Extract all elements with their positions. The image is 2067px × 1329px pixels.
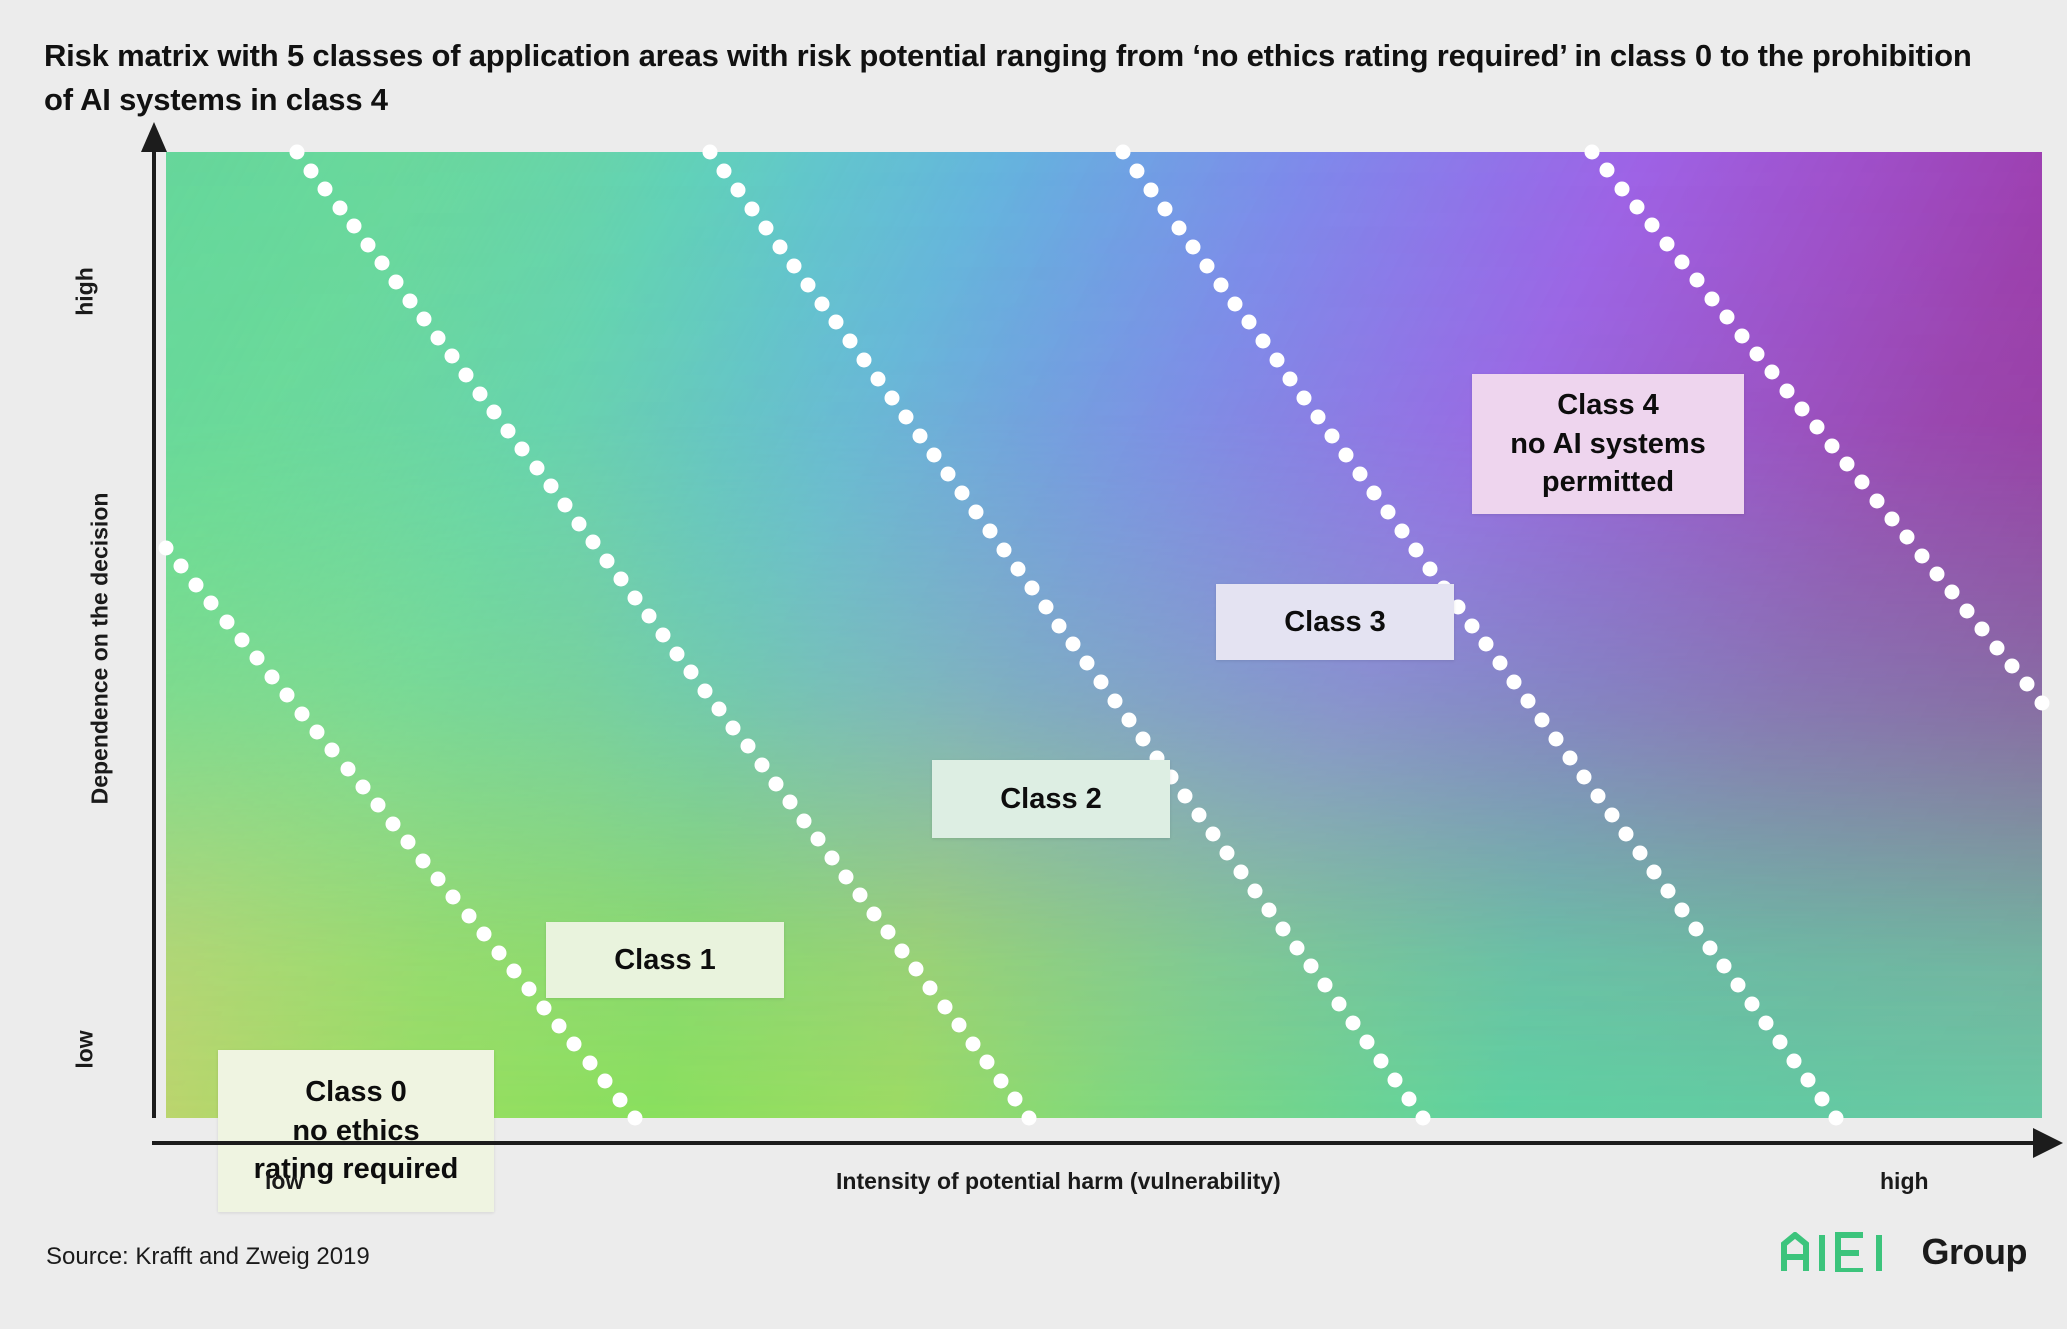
- class-4-label-box: Class 4 no AI systems permitted: [1472, 374, 1744, 514]
- y-axis-tick-high: high: [71, 267, 98, 316]
- class-3-line-1: Class 3: [1284, 605, 1386, 638]
- logo-wordmark: Group: [1921, 1231, 2028, 1272]
- x-axis-title: Intensity of potential harm (vulnerabili…: [836, 1168, 1281, 1194]
- y-axis-arrow-icon: [141, 122, 167, 152]
- source-note: Source: Krafft and Zweig 2019: [46, 1243, 370, 1270]
- y-axis-line: [152, 152, 156, 1118]
- y-axis-title: Dependence on the decision: [86, 492, 113, 805]
- aiei-logomark-icon: [1780, 1232, 1882, 1272]
- x-axis-arrow-icon: [2033, 1128, 2063, 1158]
- class-4-line-2: no AI systems: [1510, 427, 1706, 460]
- class-0-line-3: rating required: [253, 1153, 459, 1186]
- class-4-line-3: permitted: [1541, 466, 1675, 499]
- class-0-label-box: Class 0 no ethics rating required: [218, 1050, 494, 1212]
- x-axis-tick-low: low: [265, 1168, 304, 1194]
- x-axis-tick-high: high: [1880, 1168, 1929, 1194]
- class-0-line-1: Class 0: [305, 1076, 407, 1109]
- page-title: Risk matrix with 5 classes of applicatio…: [44, 38, 1972, 118]
- risk-matrix-plot: Class 0 no ethics rating required Class …: [158, 144, 2050, 1212]
- class-4-line-1: Class 4: [1557, 389, 1659, 422]
- x-axis-line: [152, 1141, 2038, 1145]
- class-1-label-box: Class 1: [546, 922, 784, 998]
- risk-gradient-overlay: [166, 152, 2042, 1118]
- aiei-group-logo: Group: [1780, 1231, 2028, 1272]
- class-1-line-1: Class 1: [614, 943, 716, 976]
- class-2-line-1: Class 2: [1000, 782, 1102, 815]
- class-3-label-box: Class 3: [1216, 584, 1454, 660]
- class-2-label-box: Class 2: [932, 760, 1170, 838]
- y-axis-tick-low: low: [71, 1030, 98, 1069]
